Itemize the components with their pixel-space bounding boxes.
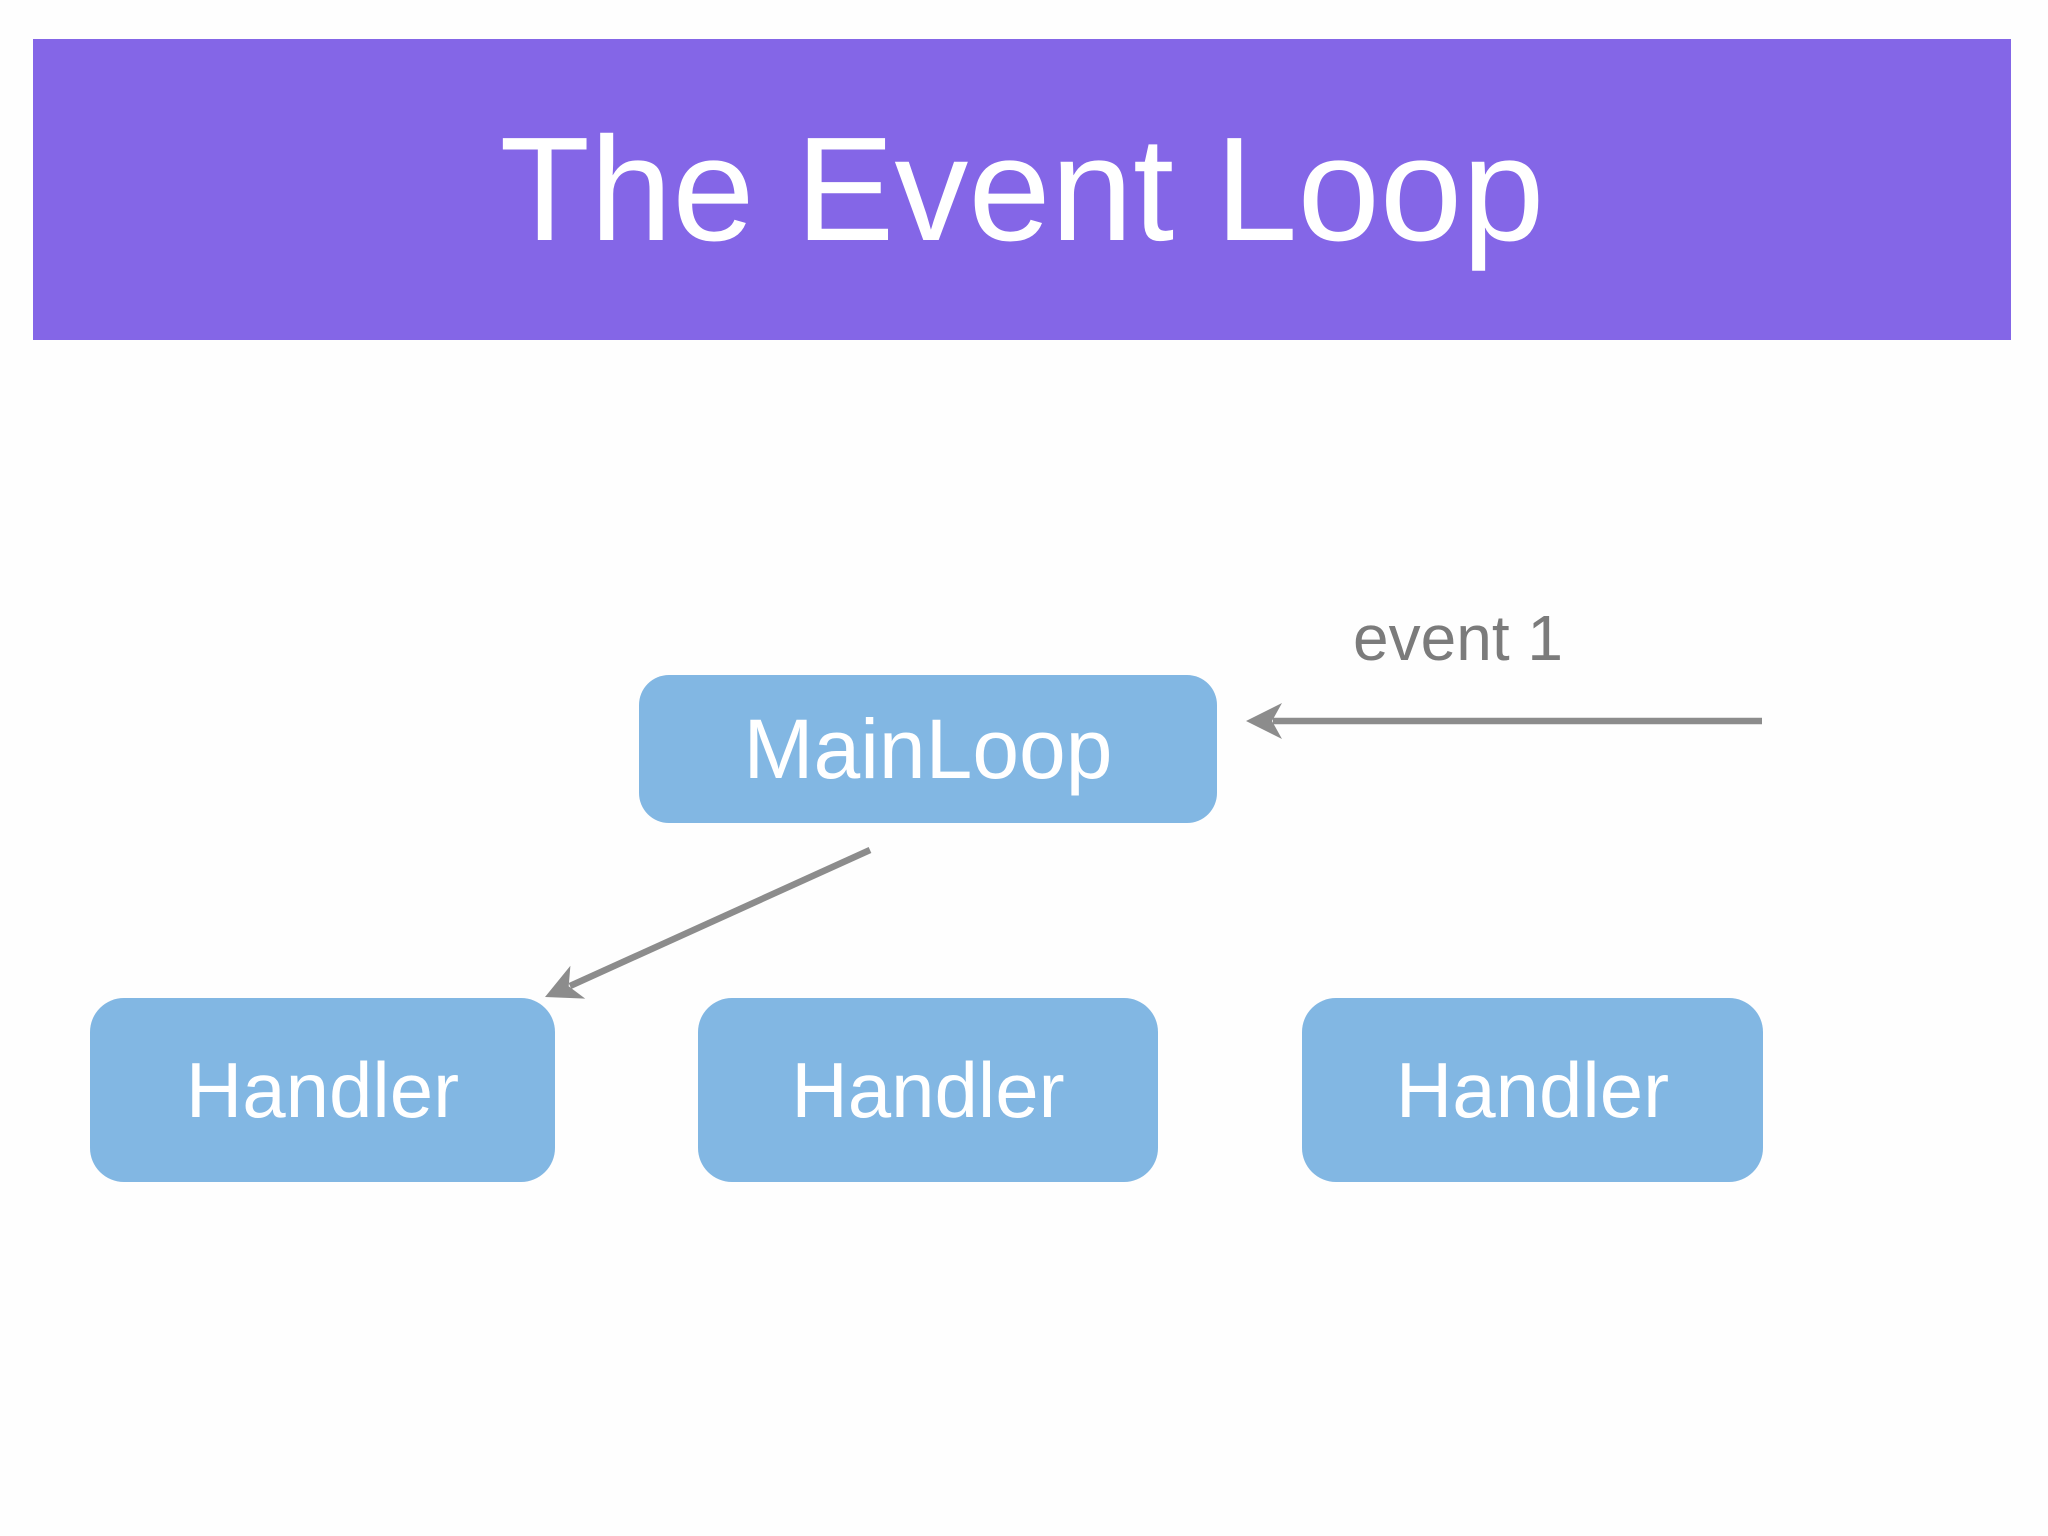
handler-node-1: Handler [90,998,555,1182]
event-label: event 1 [1353,602,1563,674]
handler-node-label: Handler [1395,1045,1670,1134]
mainloop-node: MainLoop [639,675,1217,823]
handler-node-2: Handler [698,998,1158,1182]
handler-node-3: Handler [1302,998,1763,1182]
handler-node-label: Handler [185,1045,460,1134]
dispatch-arrow-line [568,847,872,989]
dispatch-arrow [545,847,872,999]
title-banner: The Event Loop [33,39,2011,340]
mainloop-node-label: MainLoop [743,701,1113,796]
event-arrow [1246,703,1762,739]
handler-node-label: Handler [791,1045,1065,1134]
event-arrow-head-icon [1246,703,1282,739]
slide-title: The Event Loop [499,106,1545,272]
dispatch-arrow-head-icon [545,965,586,999]
